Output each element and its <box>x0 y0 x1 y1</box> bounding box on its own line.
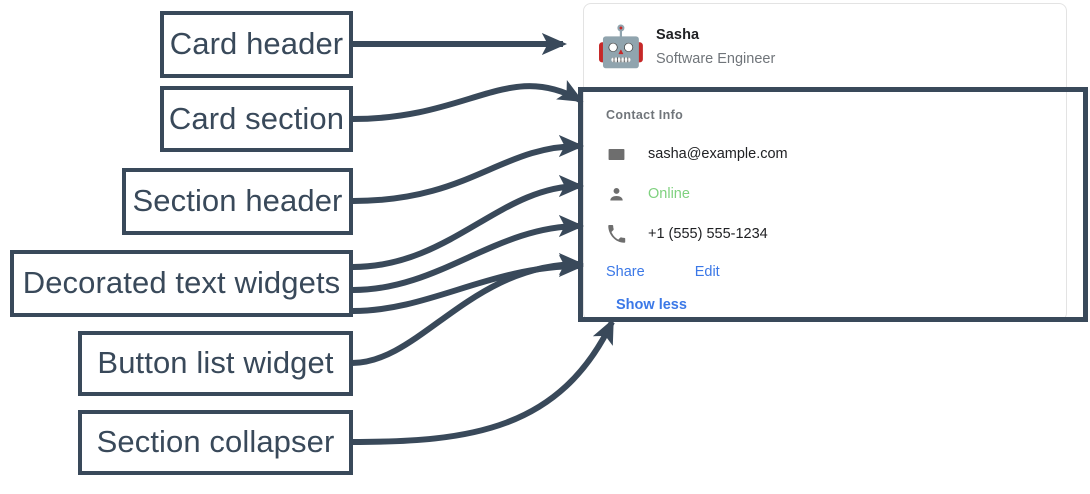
person-icon <box>606 184 626 204</box>
envelope-icon <box>606 144 626 164</box>
button-list-widget: Share Edit <box>584 257 1066 287</box>
arrow-decorated-text-2 <box>352 214 585 293</box>
decorated-text-widget-status: Online <box>584 174 1066 214</box>
label-button-list-widget: Button list widget <box>78 331 353 396</box>
label-decorated-text-widgets-text: Decorated text widgets <box>22 265 341 300</box>
label-card-header: Card header <box>160 11 353 78</box>
section-collapser[interactable]: Show less <box>584 290 1066 320</box>
decorated-text-widget-phone: +1 (555) 555-1234 <box>584 214 1066 254</box>
label-button-list-widget-text: Button list widget <box>97 345 334 380</box>
phone-icon <box>606 224 626 244</box>
card-title: Sasha <box>656 26 700 43</box>
arrow-decorated-text-3 <box>352 254 585 314</box>
email-value: sasha@example.com <box>648 146 788 162</box>
card-section: Contact Info sasha@example.com Online <box>584 90 1066 320</box>
section-header: Contact Info <box>606 108 684 122</box>
label-section-collapser-text: Section collapser <box>96 424 335 459</box>
card-header-text: Sasha Software Engineer <box>656 26 775 69</box>
arrow-card-section <box>352 80 584 122</box>
label-section-header: Section header <box>122 168 353 235</box>
status-value: Online <box>648 186 690 202</box>
phone-value: +1 (555) 555-1234 <box>648 226 768 242</box>
edit-button[interactable]: Edit <box>694 264 720 280</box>
arrow-section-header <box>352 134 585 204</box>
label-card-section: Card section <box>160 86 353 152</box>
label-decorated-text-widgets: Decorated text widgets <box>10 250 353 317</box>
robot-avatar-icon: 🤖 <box>596 25 646 69</box>
decorated-text-widget-email: sasha@example.com <box>584 134 1066 174</box>
show-less-button[interactable]: Show less <box>616 297 687 313</box>
arrow-decorated-text-1 <box>352 174 585 270</box>
label-section-collapser: Section collapser <box>78 410 353 475</box>
card-header: 🤖 Sasha Software Engineer <box>584 4 1066 90</box>
label-section-header-text: Section header <box>132 183 343 218</box>
label-card-header-text: Card header <box>169 26 344 61</box>
arrow-button-list <box>351 252 585 366</box>
arrow-section-collapser <box>351 318 615 445</box>
label-card-section-text: Card section <box>168 100 345 136</box>
profile-card: 🤖 Sasha Software Engineer Contact Info s… <box>583 3 1067 321</box>
card-subtitle: Software Engineer <box>656 50 776 67</box>
share-button[interactable]: Share <box>606 264 645 280</box>
